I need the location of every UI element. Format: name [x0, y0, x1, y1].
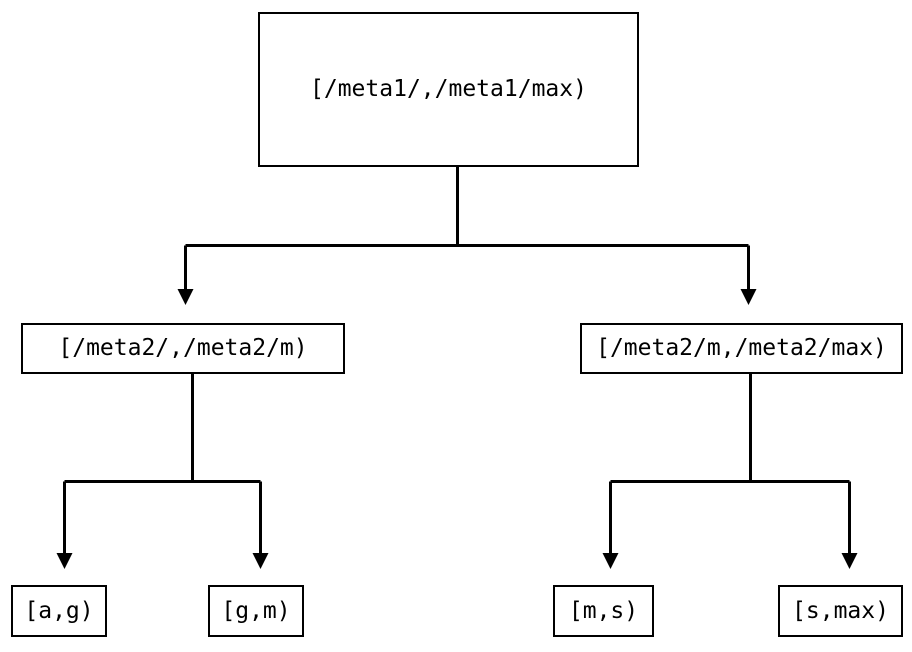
node-mid-right-label: [/meta2/m,/meta2/max) [596, 335, 887, 361]
node-root-label: [/meta1/,/meta1/max) [310, 76, 587, 102]
node-leaf-smax-label: [s,max) [792, 597, 889, 624]
node-leaf-smax[interactable]: [s,max) [778, 585, 903, 637]
arrowhead-to-mid-right [740, 289, 757, 305]
node-leaf-gm[interactable]: [g,m) [208, 585, 304, 637]
node-mid-left[interactable]: [/meta2/,/meta2/m) [21, 323, 345, 374]
arrowhead-to-leaf-gm [252, 553, 269, 569]
node-leaf-ms[interactable]: [m,s) [553, 585, 654, 637]
arrowhead-to-leaf-smax [841, 553, 858, 569]
node-mid-right[interactable]: [/meta2/m,/meta2/max) [580, 323, 903, 374]
node-leaf-ag-label: [a,g) [24, 597, 94, 624]
arrowhead-to-leaf-ms [602, 553, 619, 569]
arrowhead-to-mid-left [177, 289, 194, 305]
node-mid-left-label: [/meta2/,/meta2/m) [58, 335, 308, 361]
node-leaf-ag[interactable]: [a,g) [11, 585, 107, 637]
node-leaf-gm-label: [g,m) [221, 597, 291, 624]
node-root[interactable]: [/meta1/,/meta1/max) [258, 12, 639, 167]
node-leaf-ms-label: [m,s) [568, 597, 639, 624]
arrowhead-to-leaf-ag [56, 553, 73, 569]
